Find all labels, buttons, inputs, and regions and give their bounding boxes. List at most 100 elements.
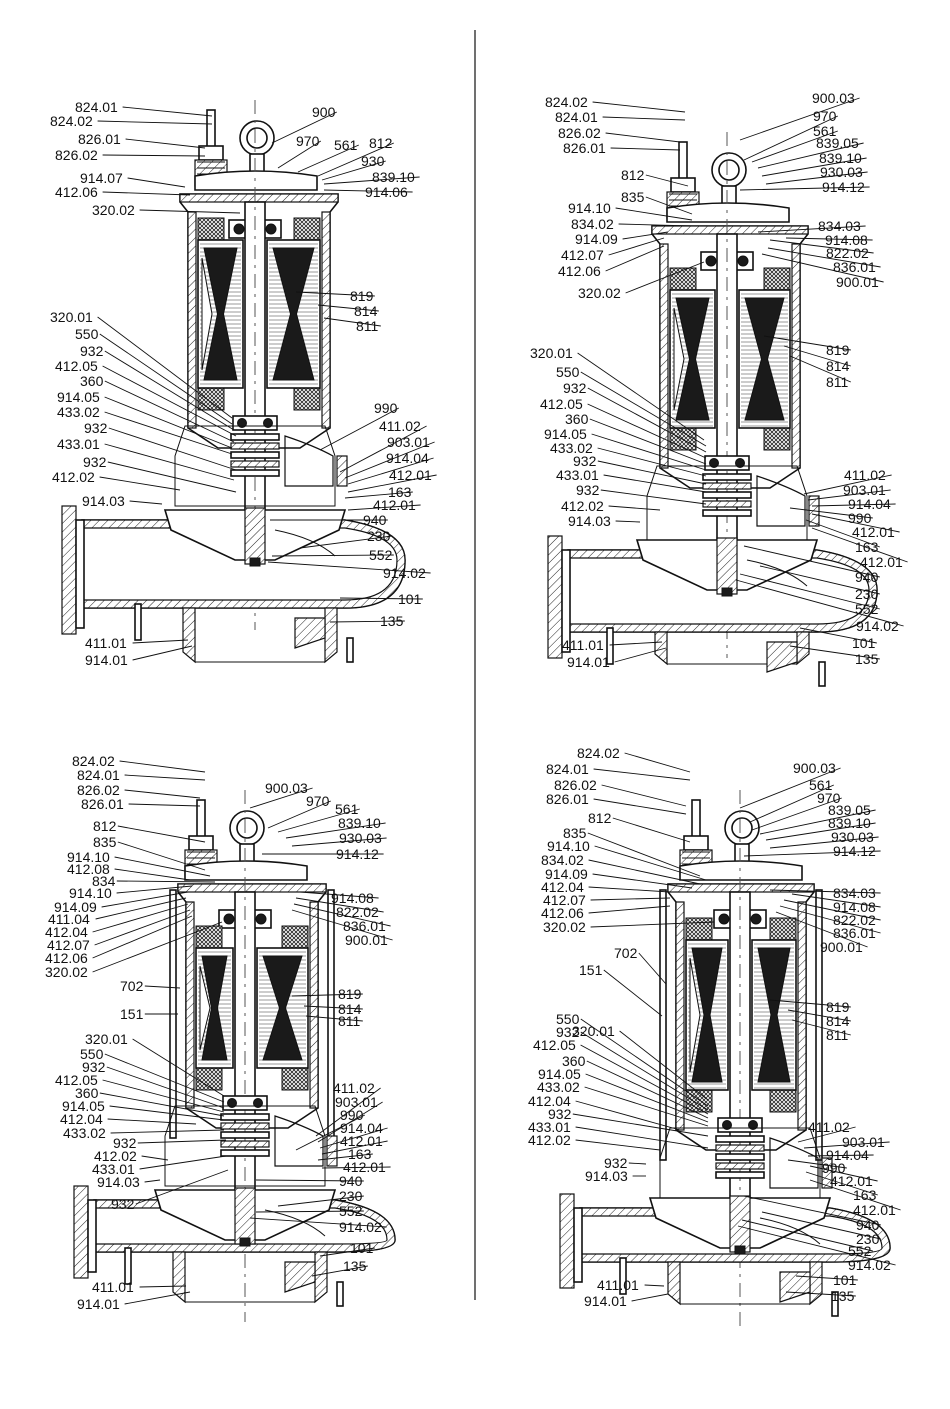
leader-line — [339, 425, 427, 473]
part-label: 900.01 — [836, 274, 879, 290]
mechanical-seal — [230, 469, 280, 477]
leader-line — [783, 899, 881, 921]
leader-line — [603, 969, 663, 1017]
part-label: 320.02 — [578, 285, 621, 301]
winding-head — [293, 217, 321, 241]
leader-line — [116, 880, 216, 883]
part-label: 914.03 — [585, 1168, 628, 1184]
part-label: 552 — [855, 601, 879, 617]
part-label: 812 — [93, 818, 117, 834]
part-label: 914.07 — [80, 170, 123, 186]
part-label: 826.02 — [558, 125, 601, 141]
leader-line — [584, 1086, 709, 1127]
leader-line — [132, 639, 189, 644]
leader-line — [628, 1162, 647, 1165]
part-label: 412.04 — [528, 1093, 571, 1109]
bearing-ball — [223, 913, 235, 925]
leader-line — [315, 1087, 381, 1137]
leader-line — [299, 891, 379, 899]
part-label: 835 — [621, 189, 645, 205]
part-label: 839.05 — [828, 802, 871, 818]
part-label: 914.10 — [69, 885, 112, 901]
impeller-hub — [716, 537, 738, 595]
leader-line — [110, 1129, 225, 1134]
leader-line — [580, 1044, 709, 1115]
leader-line — [767, 247, 881, 268]
bearing-ball — [748, 1120, 758, 1130]
leader-line — [577, 352, 705, 441]
leader-line — [605, 132, 681, 143]
leader-line — [785, 1291, 856, 1297]
part-label: 914.05 — [544, 426, 587, 442]
part-label: 839.10 — [828, 815, 871, 831]
part-label: 101 — [852, 635, 876, 651]
part-label: 914.09 — [54, 899, 97, 915]
part-label: 900.03 — [793, 760, 836, 776]
part-label: 914.10 — [568, 200, 611, 216]
oil-chamber — [164, 1105, 326, 1187]
discharge-flange — [547, 535, 563, 659]
part-label: 412.05 — [533, 1037, 576, 1053]
bearing-ball — [265, 223, 277, 235]
part-label: 839.05 — [816, 135, 859, 151]
part-label: 360 — [565, 411, 589, 427]
wear-ring-left — [172, 1251, 186, 1304]
leader-line — [589, 418, 707, 465]
leader-line — [809, 1165, 878, 1182]
leader-line — [759, 565, 880, 595]
part-label: 970 — [296, 133, 320, 149]
part-label: 970 — [813, 108, 837, 124]
part-label: 990 — [374, 400, 398, 416]
leader-line — [735, 579, 904, 627]
housing-wall-right — [791, 243, 801, 469]
leader-line — [104, 1053, 225, 1103]
leader-line — [587, 387, 707, 453]
winding-head — [293, 387, 321, 411]
leader-line — [612, 817, 691, 843]
part-label: 702 — [614, 945, 638, 961]
leader-line — [591, 433, 707, 471]
part-label: 433.02 — [550, 440, 593, 456]
leader-line — [741, 1219, 873, 1252]
leader-line — [757, 142, 864, 169]
part-label: 412.02 — [94, 1148, 137, 1164]
leader-line — [797, 1126, 856, 1143]
foot-bolt — [124, 1247, 132, 1285]
top-cover — [666, 202, 790, 223]
leader-line — [285, 822, 386, 839]
part-label: 412.01 — [852, 524, 895, 540]
leader-line — [104, 380, 235, 443]
leader-line — [317, 304, 379, 312]
leader-line — [608, 237, 665, 256]
part-label: 814 — [826, 358, 850, 374]
part-label: 561 — [335, 801, 359, 817]
part-label: 151 — [120, 1006, 144, 1022]
leader-line — [761, 157, 867, 177]
leader-line — [783, 345, 851, 367]
part-label: 411.01 — [562, 637, 604, 653]
leader-line — [761, 253, 884, 283]
part-label: 903.01 — [387, 434, 430, 450]
discharge-flange — [559, 1193, 575, 1289]
part-label: 932 — [556, 1024, 580, 1040]
leader-line — [132, 645, 193, 661]
leader-line — [102, 1079, 225, 1113]
leader-line — [625, 261, 705, 294]
bearing-ball — [735, 458, 745, 468]
leader-line — [785, 237, 873, 241]
part-label: 163 — [348, 1146, 372, 1162]
leader-line — [99, 333, 233, 425]
leader-line — [291, 993, 363, 997]
part-label: 834.02 — [571, 216, 614, 232]
leader-line — [575, 1100, 681, 1131]
part-label: 932 — [576, 482, 600, 498]
winding-slot — [675, 297, 710, 421]
leader-line — [743, 1195, 881, 1226]
part-label: 826.01 — [81, 796, 124, 812]
labels-bottom-right: 824.02824.01826.02826.01812835914.10834.… — [528, 745, 901, 1309]
labels-top-left: 824.01824.02826.01826.02914.07412.06320.… — [50, 99, 437, 668]
part-label: 914.01 — [77, 1296, 120, 1312]
leader-line — [137, 1139, 227, 1144]
leader-line — [597, 447, 707, 477]
discharge-flange — [73, 1185, 89, 1279]
